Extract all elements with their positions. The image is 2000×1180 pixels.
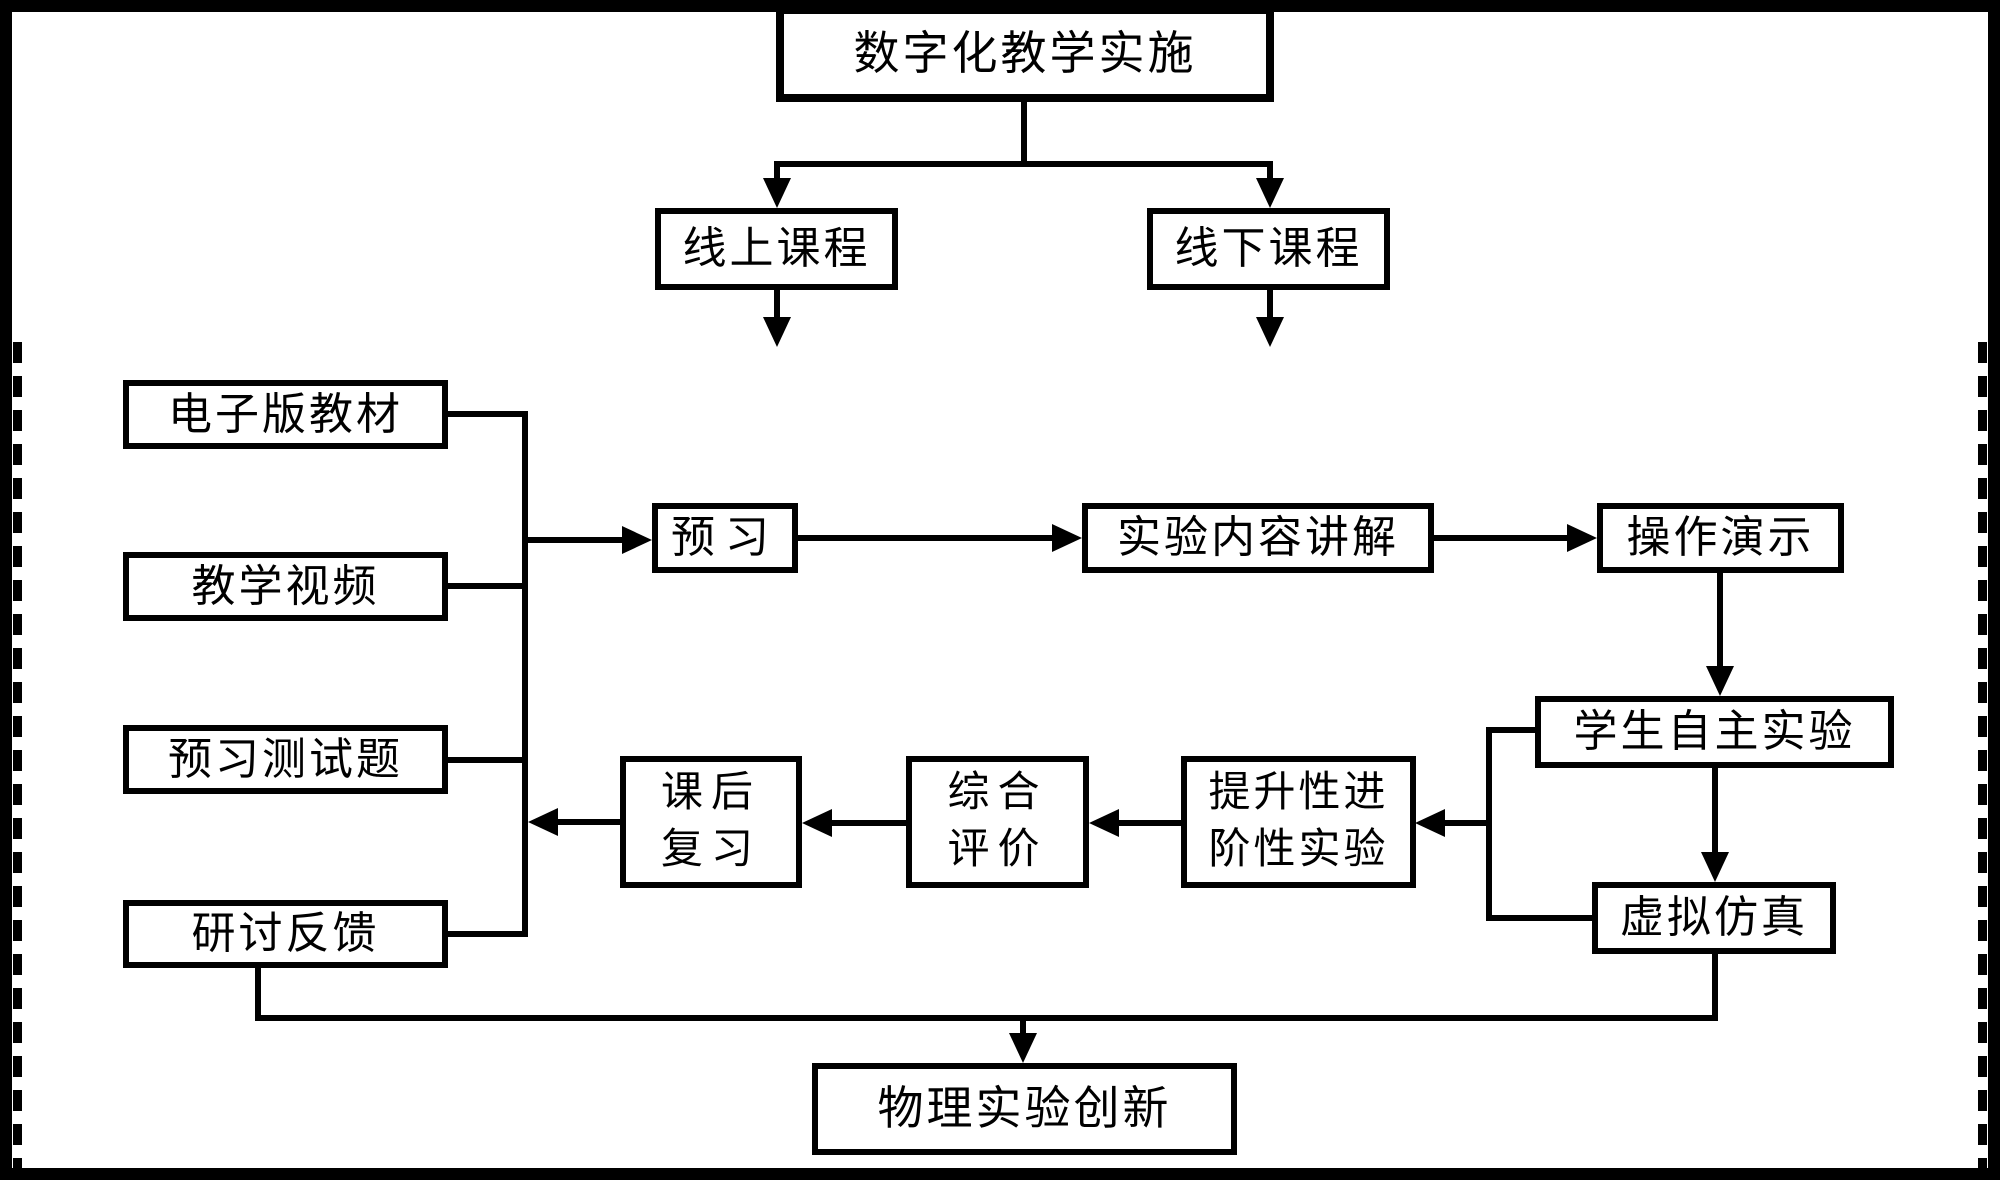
connector-video-to-bus xyxy=(446,583,526,589)
arrowhead-into-online-course xyxy=(763,178,791,208)
arrowhead-into-demo xyxy=(1567,524,1597,552)
node-student-experiment: 学生自主实验 xyxy=(1535,696,1894,768)
node-digital-teaching-implementation: 数字化教学实施 xyxy=(776,6,1274,102)
arrowhead-offline-to-section xyxy=(1256,317,1284,347)
connector-lecture-to-demo xyxy=(1432,535,1569,541)
connector-branch-split xyxy=(774,161,1273,167)
connector-review-to-bus xyxy=(556,819,622,825)
connector-quiz-to-bus xyxy=(446,757,526,763)
node-comprehensive-evaluation: 综合 评价 xyxy=(906,756,1089,888)
node-ebook: 电子版教材 xyxy=(123,380,448,449)
connector-virtual-down xyxy=(1712,952,1718,1021)
connector-bracket-student xyxy=(1487,727,1537,733)
connector-evaluation-to-review xyxy=(830,820,908,826)
connector-feedback-down xyxy=(255,965,261,1021)
node-physics-innovation: 物理实验创新 xyxy=(812,1063,1237,1155)
connector-bracket-vertical xyxy=(1486,727,1492,921)
connector-bracket-to-advanced xyxy=(1441,820,1489,826)
connector-offline-down xyxy=(1267,288,1273,321)
node-operation-demo: 操作演示 xyxy=(1597,503,1844,573)
connector-resource-bus xyxy=(522,411,528,937)
connector-preview-to-lecture xyxy=(797,535,1054,541)
arrowhead-into-virtual-simulation xyxy=(1701,852,1729,882)
arrowhead-into-advanced-experiment xyxy=(1415,809,1445,837)
node-preview-quiz: 预习测试题 xyxy=(123,725,448,794)
node-offline-course: 线下课程 xyxy=(1147,208,1390,290)
connector-bottom-collector xyxy=(255,1015,1718,1021)
arrowhead-into-bus xyxy=(528,808,558,836)
connector-implementation-down xyxy=(1021,98,1027,167)
connector-advanced-to-evaluation xyxy=(1115,820,1183,826)
arrowhead-online-to-section xyxy=(763,317,791,347)
connector-student-to-virtual xyxy=(1712,766,1718,856)
connector-demo-to-student xyxy=(1717,571,1723,670)
connector-feedback-to-bus xyxy=(446,931,526,937)
node-after-class-review: 课后 复习 xyxy=(620,756,802,888)
arrowhead-into-evaluation xyxy=(1089,809,1119,837)
connector-ebook-to-bus xyxy=(446,411,526,417)
node-experiment-lecture: 实验内容讲解 xyxy=(1082,503,1434,573)
arrowhead-into-lecture xyxy=(1052,524,1082,552)
node-advanced-experiment: 提升性进 阶性实验 xyxy=(1181,756,1416,888)
node-virtual-simulation: 虚拟仿真 xyxy=(1592,882,1836,954)
dashed-border-left xyxy=(13,342,22,1170)
arrowhead-into-preview xyxy=(622,526,652,554)
arrowhead-into-innovation xyxy=(1009,1033,1037,1063)
connector-to-offline xyxy=(1267,161,1273,186)
arrowhead-into-review xyxy=(802,809,832,837)
node-online-course: 线上课程 xyxy=(655,208,898,290)
dashed-border-right xyxy=(1978,342,1987,1170)
connector-collector-down xyxy=(1020,1015,1026,1037)
node-teaching-video: 教学视频 xyxy=(123,552,448,621)
arrowhead-into-offline-course xyxy=(1256,178,1284,208)
node-discussion-feedback: 研讨反馈 xyxy=(123,900,448,968)
node-preview: 预习 xyxy=(652,503,798,573)
connector-bracket-virtual xyxy=(1487,915,1595,921)
connector-online-down xyxy=(774,288,780,321)
arrowhead-into-student-experiment xyxy=(1706,666,1734,696)
connector-bus-to-preview xyxy=(522,537,624,543)
connector-to-online xyxy=(774,161,780,186)
